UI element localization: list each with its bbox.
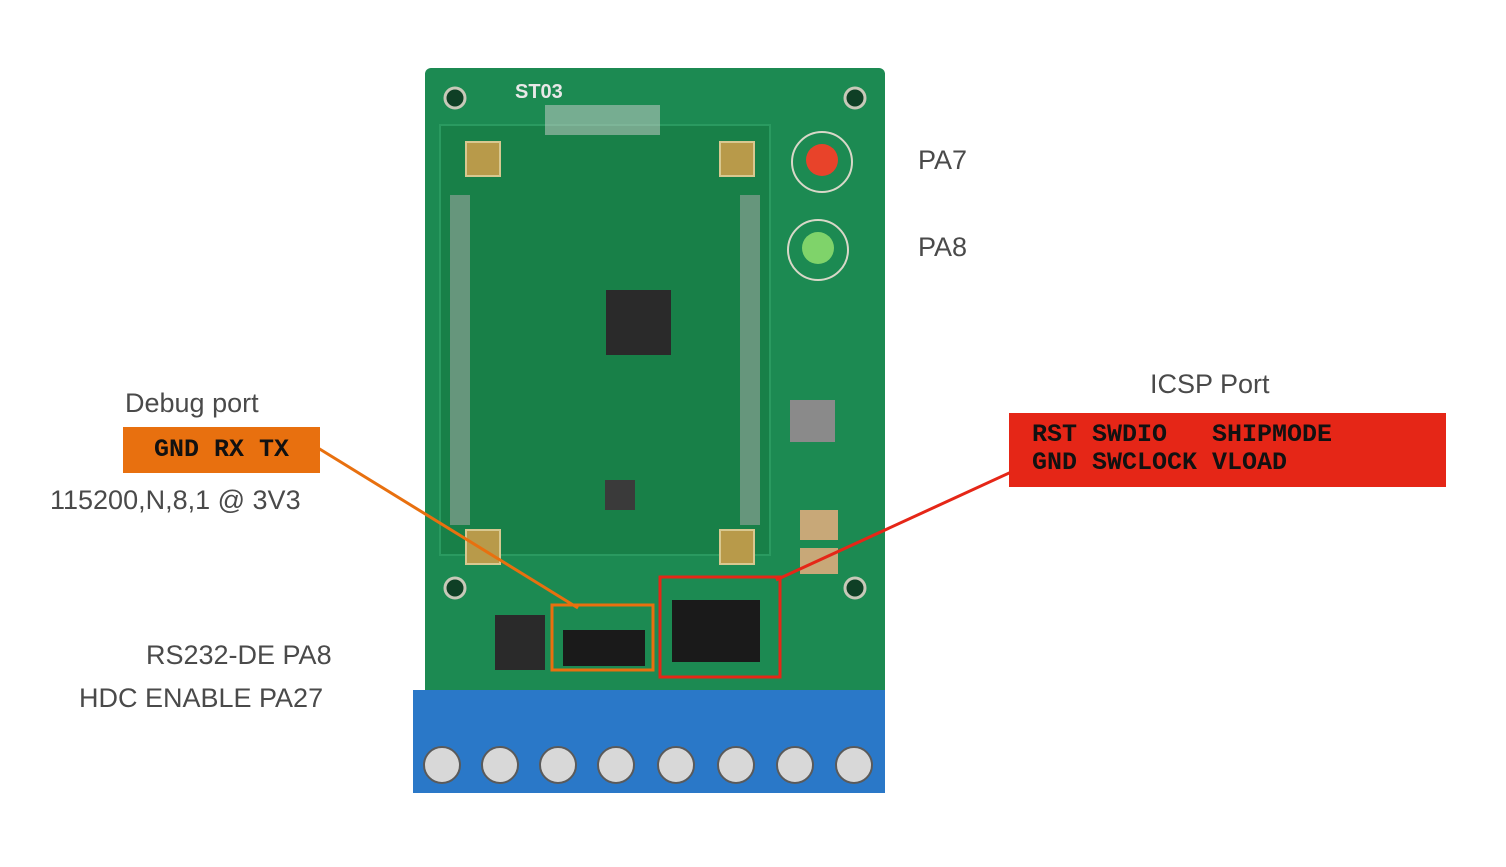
icsp-connector-line xyxy=(775,466,1021,582)
j4-header xyxy=(672,600,760,662)
debug-connector-line xyxy=(317,446,579,610)
led-pa7 xyxy=(806,144,838,176)
corner-pads xyxy=(465,141,755,565)
board-silkscreen-title: ST03 xyxy=(515,81,563,103)
icsp-pins-box: RST SWDIO SHIPMODE GND SWCLOCK VLOAD xyxy=(1009,413,1446,487)
terminal-screws xyxy=(423,746,873,784)
icsp-port-title: ICSP Port xyxy=(1150,369,1270,399)
j4-highlight xyxy=(658,575,782,679)
j3-header xyxy=(563,630,645,666)
rs232-label: RS232-DE PA8 xyxy=(146,640,332,670)
icsp-row-2: GND SWCLOCK VLOAD xyxy=(1032,448,1288,477)
rs485-chip xyxy=(495,615,545,670)
j3-highlight xyxy=(550,603,655,672)
terminal-block xyxy=(413,690,885,793)
pa7-label: PA7 xyxy=(918,145,968,175)
mounting-holes xyxy=(443,86,867,600)
module-pins xyxy=(450,195,760,525)
debug-settings: 115200,N,8,1 @ 3V3 xyxy=(50,485,301,515)
icsp-row-1: RST SWDIO SHIPMODE xyxy=(1032,420,1333,449)
led-ring-pa8 xyxy=(787,219,849,281)
led-ring-pa7 xyxy=(791,131,853,193)
hdc-label: HDC ENABLE PA27 xyxy=(79,683,324,713)
debug-port-title: Debug port xyxy=(125,388,259,418)
debug-pins-box: GND RX TX xyxy=(123,427,320,473)
led-pa8 xyxy=(802,232,834,264)
mcu-chip xyxy=(606,290,671,355)
pa8-label: PA8 xyxy=(918,232,968,262)
